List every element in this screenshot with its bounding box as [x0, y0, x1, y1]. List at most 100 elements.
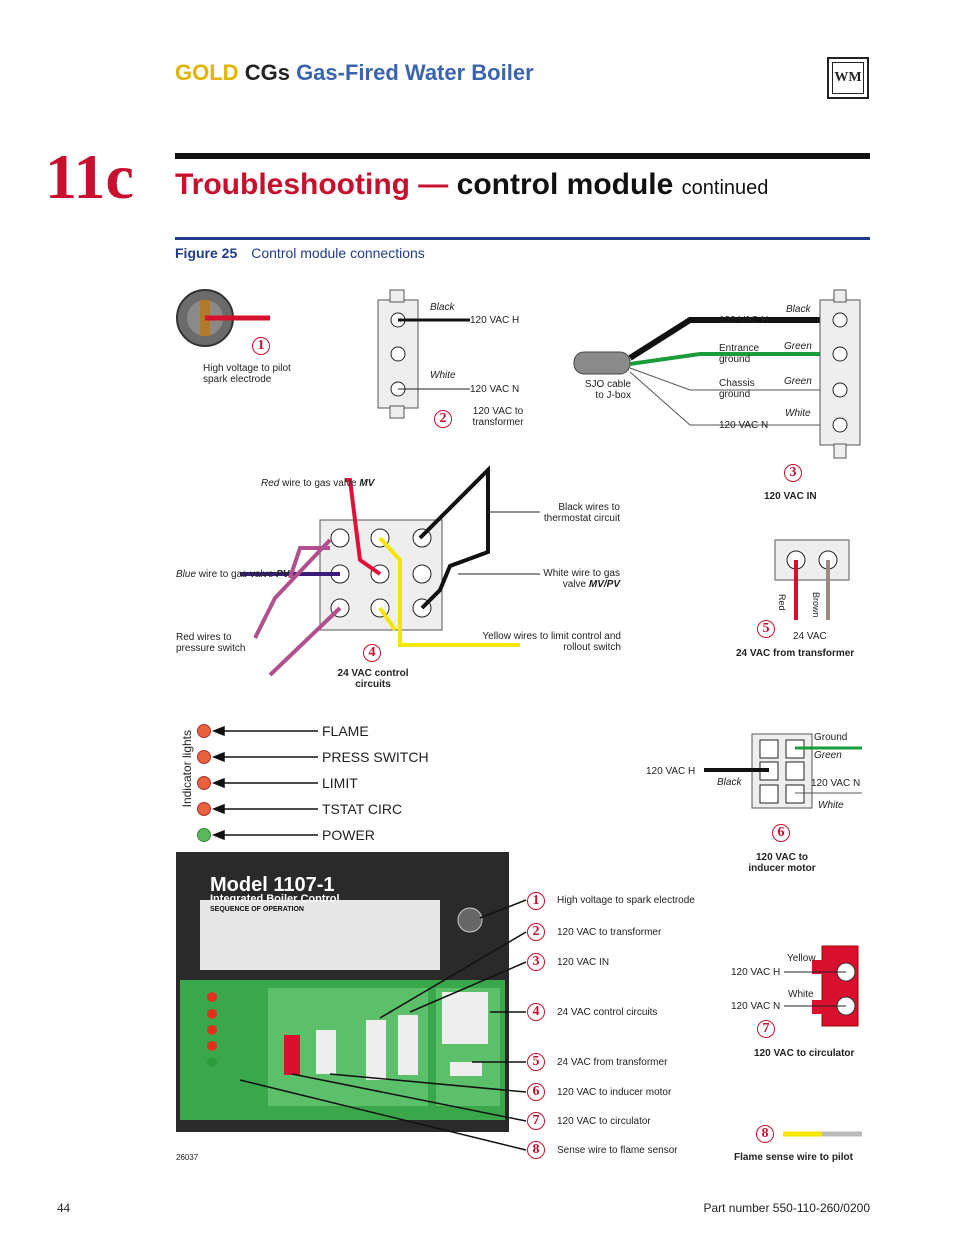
board-model: Model 1107-1 [210, 874, 335, 896]
callout-5: 5 [757, 620, 775, 638]
header-cgs: CGs [244, 60, 290, 85]
conn1-desc: High voltage to pilot spark electrode [203, 363, 291, 385]
conn7-white: White [788, 989, 814, 1000]
conn5-brown: Brown [811, 592, 821, 618]
document-header: GOLD CGs Gas-Fired Water Boiler [175, 60, 534, 86]
conn7-caption: 120 VAC to circulator [754, 1048, 855, 1059]
legend-callout-7: 7 [527, 1112, 545, 1130]
conn7-yellow: Yellow [787, 953, 816, 964]
indicator-flame: FLAME [322, 723, 369, 739]
conn6-black: Black [717, 777, 742, 788]
conn3-chassis: Chassis ground [719, 378, 755, 400]
callout-8: 8 [756, 1125, 774, 1143]
conn6-white: White [818, 800, 844, 811]
conn2-white: White [430, 370, 456, 381]
conn4-red-ps: Red wires to pressure switch [176, 632, 246, 654]
legend-callout-3: 3 [527, 953, 545, 971]
conn6-green: Green [814, 750, 842, 761]
conn8-caption: Flame sense wire to pilot [734, 1152, 853, 1163]
connector-7-body [821, 945, 859, 1027]
conn2-vac-n: 120 VAC N [470, 384, 520, 395]
header-gold: GOLD [175, 60, 239, 85]
legend-callout-2: 2 [527, 923, 545, 941]
title-black: control module [456, 168, 674, 201]
conn5-caption: 24 VAC from transformer [736, 648, 855, 659]
section-number: 11c [45, 141, 134, 212]
legend-text-1: High voltage to spark electrode [557, 895, 695, 906]
conn4-blue: Blue wire to gas valve PV [176, 569, 290, 580]
conn7-vac-n: 120 VAC N [731, 1001, 781, 1012]
callout-7: 7 [757, 1020, 775, 1038]
legend-text-7: 120 VAC to circulator [557, 1116, 651, 1127]
conn3-green1: Green [784, 341, 812, 352]
figure-text: Control module connections [251, 245, 425, 261]
legend-text-4: 24 VAC control circuits [557, 1007, 658, 1018]
title-continued: continued [681, 177, 769, 199]
figure-label: Figure 25 [175, 245, 238, 261]
conn3-caption: 120 VAC IN [764, 491, 817, 502]
conn4-yellow: Yellow wires to limit control and rollou… [482, 631, 621, 653]
figure-caption: Figure 25 Control module connections [175, 245, 425, 261]
conn2-vac-h: 120 VAC H [470, 315, 520, 326]
weil-mclain-logo: WM [827, 57, 869, 99]
callout-3: 3 [784, 464, 802, 482]
conn4-red: Red wire to gas valve MV [261, 478, 375, 489]
legend-text-8: Sense wire to flame sensor [557, 1145, 678, 1156]
conn6-vac-h: 120 VAC H [646, 766, 696, 777]
legend-text-3: 120 VAC IN [557, 957, 610, 968]
callout-4: 4 [363, 644, 381, 662]
conn7-vac-h: 120 VAC H [731, 967, 781, 978]
figure-rule [175, 237, 870, 240]
legend-callout-5: 5 [527, 1053, 545, 1071]
conn3-black: Black [786, 304, 811, 315]
conn3-green2: Green [784, 376, 812, 387]
header-title: Gas-Fired Water Boiler [296, 60, 534, 85]
connector-5-body [774, 539, 850, 581]
sjo-cable [573, 351, 631, 375]
conn6-caption: 120 VAC to inducer motor [748, 852, 816, 874]
callout-1: 1 [252, 337, 270, 355]
conn3-entrance: Entrance ground [719, 343, 760, 365]
conn2-black: Black [430, 302, 455, 313]
indicator-tstat-circ: TSTAT CIRC [322, 801, 403, 817]
callout-2: 2 [434, 410, 452, 428]
indicator-limit: LIMIT [322, 775, 358, 791]
legend-callout-1: 1 [527, 892, 545, 910]
page-number: 44 [57, 1200, 70, 1215]
conn6-vac-n: 120 VAC N [811, 778, 861, 789]
conn3-white: White [785, 408, 811, 419]
conn2-note: 120 VAC to transformer [472, 406, 524, 428]
led-limit-icon [197, 776, 211, 790]
image-code: 26037 [176, 1153, 199, 1162]
indicator-press-switch: PRESS SWITCH [322, 749, 429, 765]
legend-callout-6: 6 [527, 1083, 545, 1101]
conn4-white: White wire to gas valve MV/PV [543, 568, 620, 590]
indicator-side-label: Indicator lights [180, 730, 194, 808]
led-tstat-circ-icon [197, 802, 211, 816]
conn4-caption: 24 VAC control circuits [337, 668, 409, 690]
conn3-vac-n: 120 VAC N [719, 420, 769, 431]
logo-text: WM [832, 62, 864, 94]
title-red: Troubleshooting — [175, 168, 449, 201]
led-press-switch-icon [197, 750, 211, 764]
legend-text-2: 120 VAC to transformer [557, 927, 662, 938]
led-power-icon [197, 828, 211, 842]
conn6-ground: Ground [814, 732, 848, 743]
conn3-sjo: SJO cable to J-box [584, 379, 631, 401]
legend-callout-4: 4 [527, 1003, 545, 1021]
conn5-vac: 24 VAC [793, 631, 827, 642]
title-rule [175, 153, 870, 159]
board-subtitle: Integrated Boiler Control [210, 893, 340, 905]
callout-6: 6 [772, 824, 790, 842]
page-title: Troubleshooting — control module continu… [175, 168, 768, 202]
legend-text-6: 120 VAC to inducer motor [557, 1087, 672, 1098]
led-flame-icon [197, 724, 211, 738]
conn4-black-t: Black wires to thermostat circuit [543, 502, 620, 524]
conn3-vac-h: 120 VAC H [719, 315, 769, 326]
legend-text-5: 24 VAC from transformer [557, 1057, 668, 1068]
conn5-red: Red [777, 594, 787, 611]
board-sequence: SEQUENCE OF OPERATION [210, 906, 304, 913]
part-number: Part number 550-110-260/0200 [703, 1201, 870, 1215]
indicator-power: POWER [322, 827, 375, 843]
